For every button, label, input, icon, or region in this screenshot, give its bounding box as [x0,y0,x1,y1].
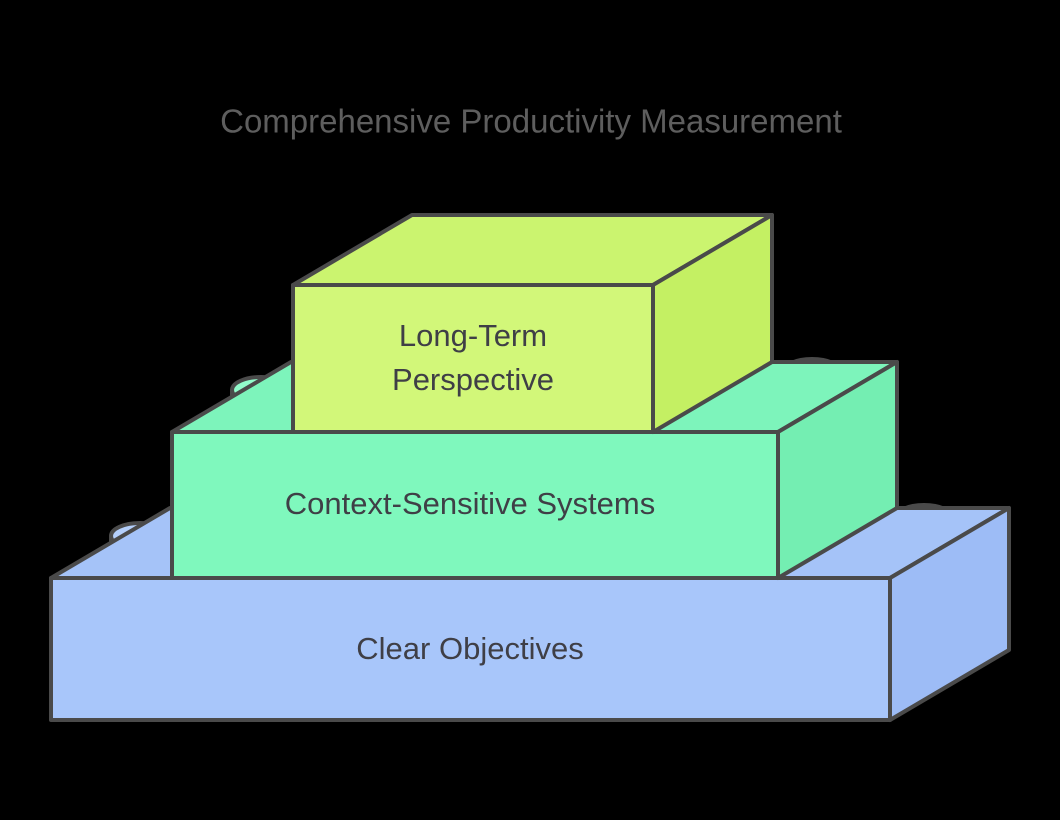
bottom-block-label: Clear Objectives [356,631,583,666]
page-title: Comprehensive Productivity Measurement [220,103,842,140]
block-top-long-term-perspective[interactable]: Long-Term Perspective [291,213,774,434]
middle-block-label: Context-Sensitive Systems [285,486,655,521]
top-block-label-line1: Long-Term [399,318,547,353]
top-block-label-line2: Perspective [392,362,554,397]
top-block-front-face [291,283,655,434]
